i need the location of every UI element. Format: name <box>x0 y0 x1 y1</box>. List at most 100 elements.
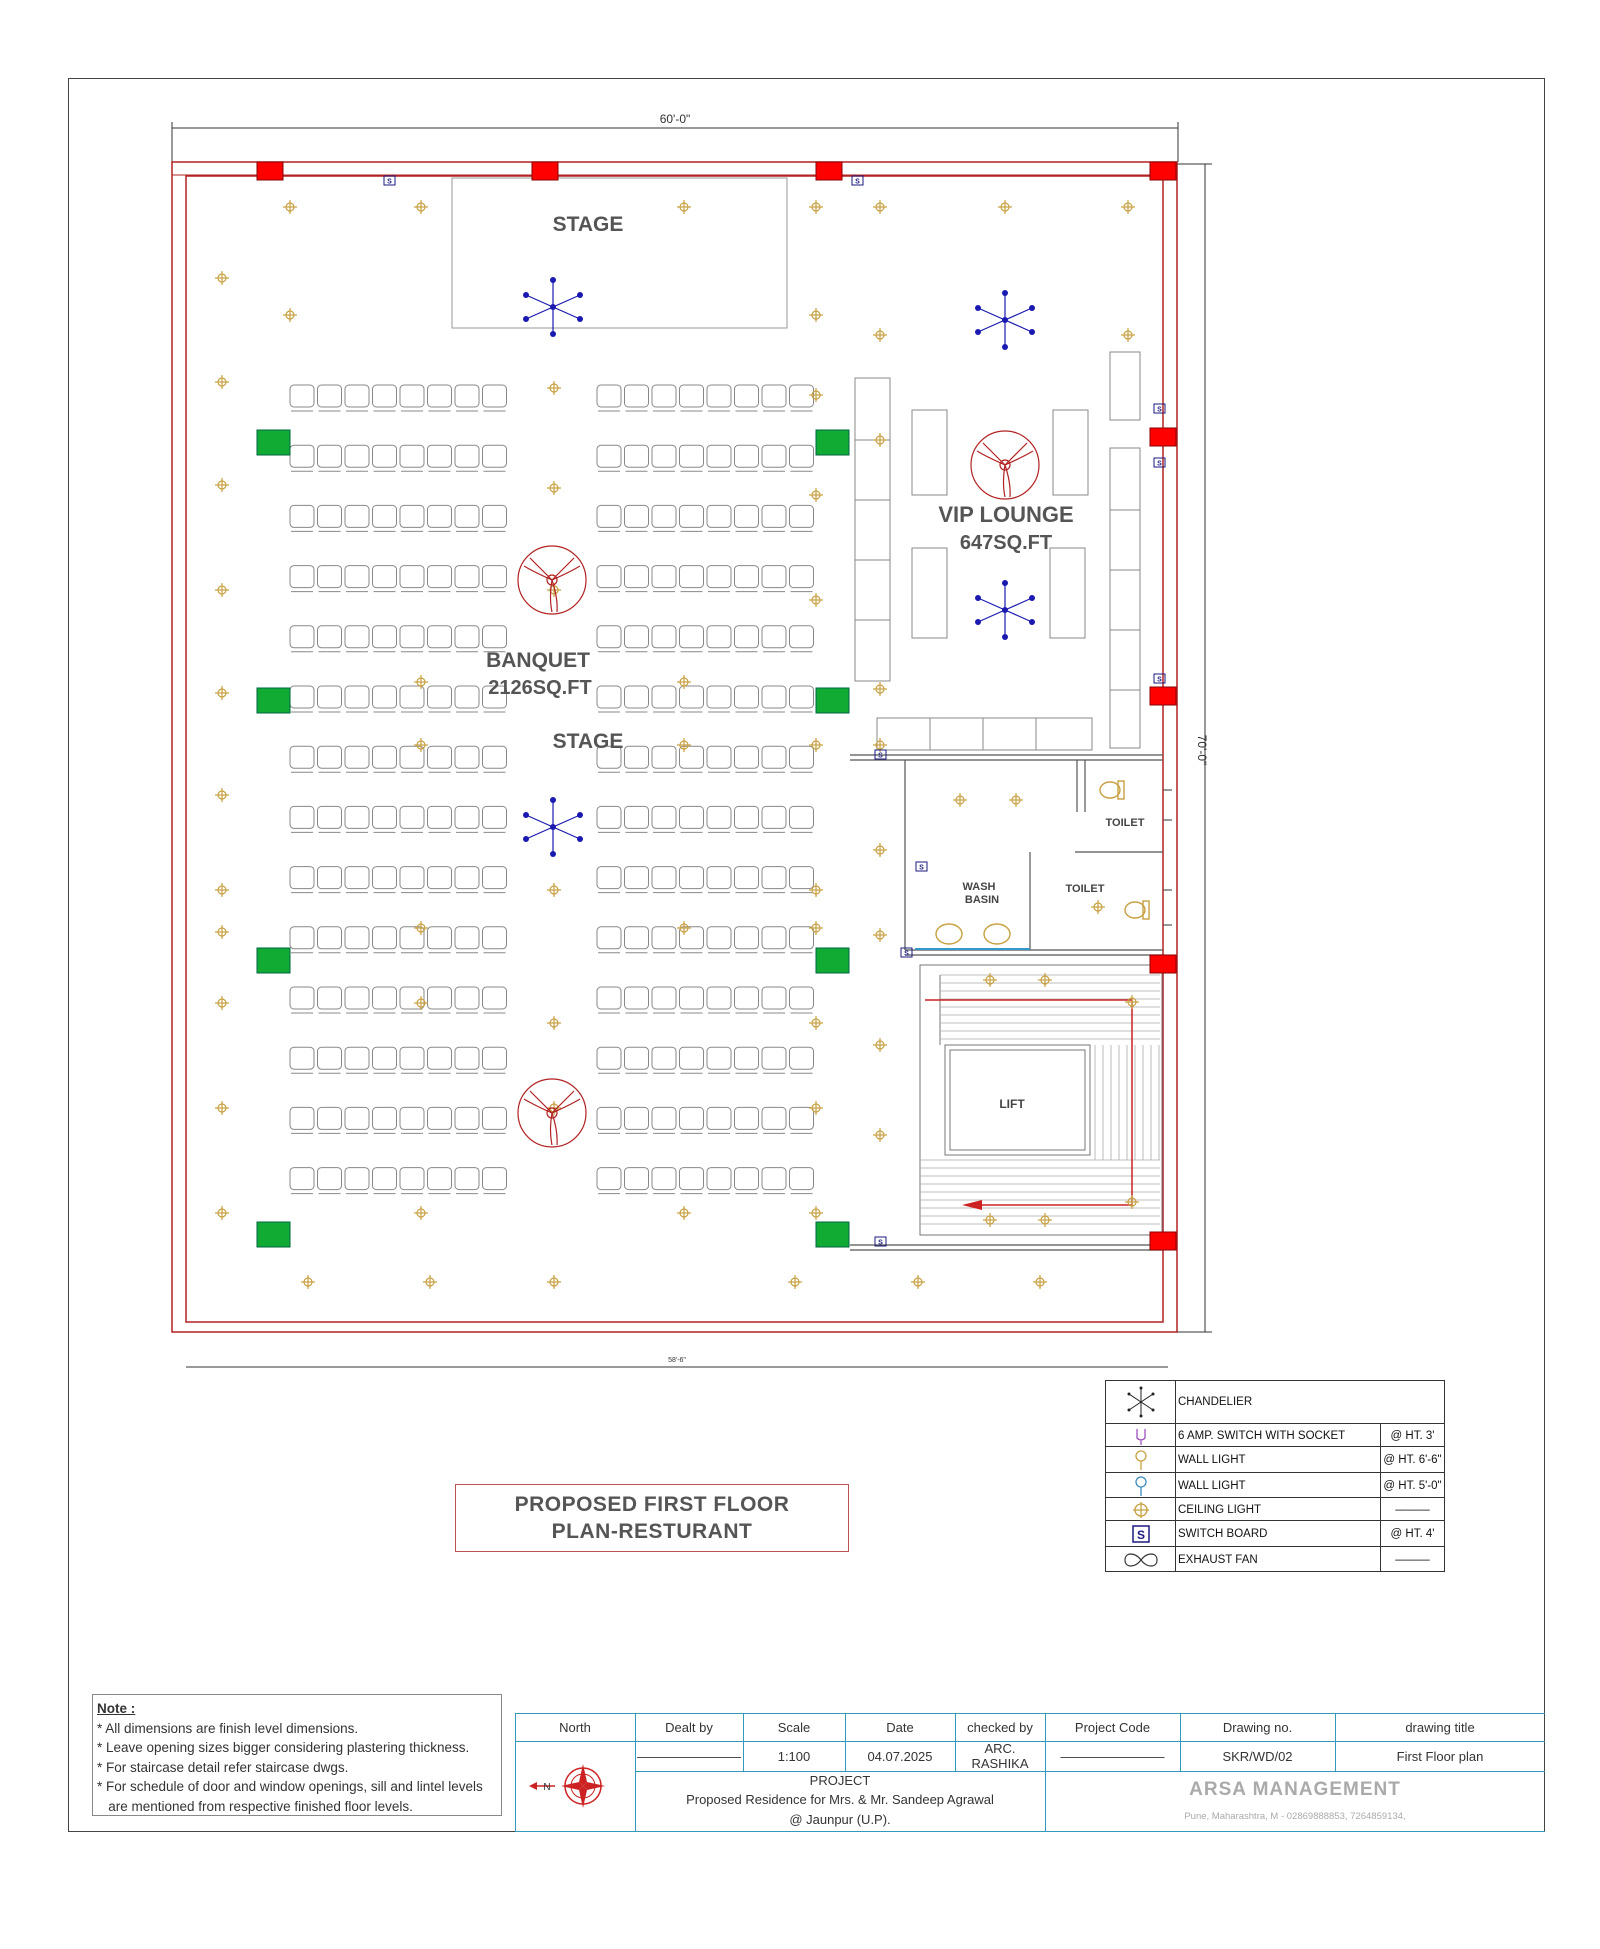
ceiling-fan <box>517 1078 587 1148</box>
seat <box>651 685 677 713</box>
seat <box>317 805 342 833</box>
seat <box>596 504 622 532</box>
scale-header: Scale <box>777 1719 811 1735</box>
general-notes: Note : * All dimensions are finish level… <box>92 1694 502 1816</box>
seat <box>761 444 787 472</box>
seat <box>289 625 315 653</box>
seat <box>454 1046 480 1074</box>
seat <box>761 625 787 653</box>
seat <box>427 1106 452 1134</box>
seat <box>482 926 507 954</box>
date-value: 04.07.2025 <box>867 1748 933 1764</box>
note-item: * For staircase detail refer staircase d… <box>97 1759 349 1775</box>
ceiling-light <box>414 738 428 752</box>
dimension-right <box>1175 163 1212 1333</box>
project-code-header: Project Code <box>1074 1719 1151 1735</box>
seat <box>651 1046 677 1074</box>
seat <box>624 805 649 833</box>
seat <box>399 805 425 833</box>
company-name: ARSA MANAGEMENT <box>1189 1779 1401 1800</box>
seat <box>734 384 759 412</box>
ceiling-light <box>677 921 691 935</box>
ceiling-light <box>809 1206 823 1220</box>
project-code-value: ———————— <box>1060 1748 1165 1764</box>
column <box>1149 954 1177 974</box>
dealt-by-header: Dealt by <box>665 1719 713 1735</box>
seat <box>317 866 342 894</box>
ceiling-light <box>873 200 887 214</box>
seat <box>454 504 480 532</box>
ceiling-light <box>809 883 823 897</box>
column <box>1149 1231 1177 1251</box>
north-header: North <box>559 1719 591 1735</box>
ceiling-lights <box>215 200 1139 1289</box>
seat <box>624 866 649 894</box>
seat <box>596 1046 622 1074</box>
seat <box>399 384 425 412</box>
drawing-title-line-2: PLAN-RESTURANT <box>551 1520 753 1543</box>
seat <box>651 504 677 532</box>
ceiling-light <box>953 793 967 807</box>
ceiling-light <box>301 1275 315 1289</box>
stage-top-label: STAGE <box>553 213 624 236</box>
seat <box>454 1167 480 1195</box>
seat <box>789 986 814 1014</box>
seat <box>317 384 342 412</box>
toilet-1-label: TOILET <box>1106 817 1145 829</box>
seat <box>651 444 677 472</box>
seat <box>706 805 732 833</box>
seat <box>372 926 397 954</box>
seat <box>706 1167 732 1195</box>
green-marker <box>815 429 850 456</box>
seat <box>399 926 425 954</box>
seat <box>399 565 425 593</box>
seat <box>372 805 397 833</box>
ceiling-light <box>215 478 229 492</box>
seat <box>761 504 787 532</box>
ceiling-light <box>983 1213 997 1227</box>
seat <box>344 685 370 713</box>
seat <box>372 1106 397 1134</box>
seat <box>624 625 649 653</box>
legend-label: SWITCH BOARD <box>1178 1528 1268 1540</box>
dimension-top-label: 60'-0" <box>660 112 691 126</box>
ceiling-light <box>215 686 229 700</box>
ceiling-light <box>1033 1275 1047 1289</box>
seat <box>679 565 704 593</box>
seat <box>734 685 759 713</box>
legend-label: CHANDELIER <box>1178 1396 1253 1408</box>
ceiling-light <box>547 481 561 495</box>
seat <box>706 685 732 713</box>
toilet-2-label: TOILET <box>1066 883 1105 895</box>
ceiling-light <box>1038 1213 1052 1227</box>
seat <box>482 1167 507 1195</box>
seat <box>399 986 425 1014</box>
seat <box>679 1167 704 1195</box>
ceiling-light <box>1038 973 1052 987</box>
seat <box>482 986 507 1014</box>
seat <box>454 866 480 894</box>
ceiling-light <box>423 1275 437 1289</box>
switch-board-marker: S <box>915 861 928 872</box>
seat <box>427 866 452 894</box>
legend-label: WALL LIGHT <box>1178 1479 1246 1492</box>
ceiling-light <box>809 200 823 214</box>
seat <box>624 565 649 593</box>
ceiling-light <box>677 738 691 752</box>
seat <box>372 986 397 1014</box>
staircase <box>919 964 1163 1236</box>
seat <box>399 625 425 653</box>
seat <box>482 1106 507 1134</box>
stage-mid-label: STAGE <box>553 730 624 753</box>
seat <box>706 444 732 472</box>
chandelier <box>975 290 1035 350</box>
switch-board-marker: S <box>900 947 913 958</box>
seat <box>289 805 315 833</box>
seat <box>289 1167 315 1195</box>
seat <box>651 384 677 412</box>
exterior-wall <box>171 161 1178 1333</box>
seat <box>427 986 452 1014</box>
ceiling-light <box>215 925 229 939</box>
ceiling-light <box>1121 200 1135 214</box>
seat <box>317 565 342 593</box>
